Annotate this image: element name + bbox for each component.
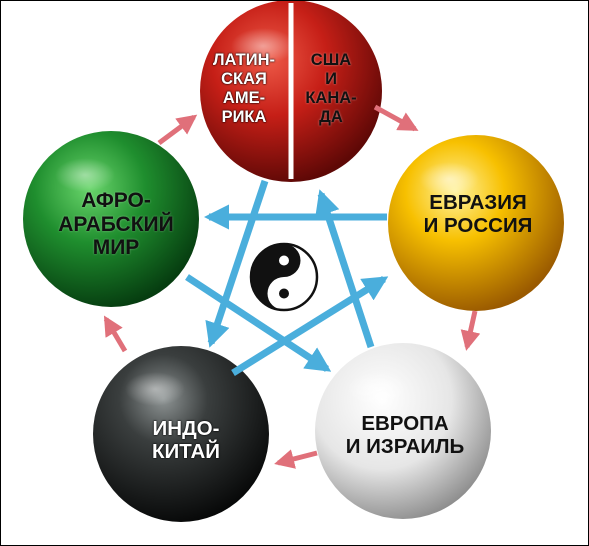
arrow-afroarab-to-europe: [185, 274, 332, 372]
sphere-afro-arab-world: [23, 131, 199, 307]
sphere-europe-israel: [315, 343, 491, 519]
arrow-europe-to-usa: [315, 189, 375, 349]
arrow-afroarab-to-latin: [157, 114, 198, 146]
sphere-eurasia-russia: [388, 135, 564, 311]
arrow-indochina-to-afroarab: [103, 315, 128, 353]
pentagram-arrows: [185, 179, 389, 376]
label-indo-china: ИНДО- КИТАЙ: [151, 417, 221, 463]
sphere-indo-china: [93, 346, 269, 522]
cycle-arrows: [103, 104, 481, 469]
label-europe-israel: ЕВРОПА И ИЗРАИЛЬ: [345, 412, 465, 458]
sphere-latin-america-usa-canada: [200, 1, 382, 182]
arrow-europe-to-indochina: [274, 449, 318, 469]
label-eurasia-russia: ЕВРАЗИЯ И РОССИЯ: [423, 191, 533, 237]
arrow-latin-to-indochina: [205, 179, 269, 348]
yin-yang-icon: [249, 242, 319, 312]
label-latin-america: ЛАТИН- СКАЯ АМЕ- РИКА: [212, 51, 276, 126]
arrow-eurasia-to-europe: [460, 310, 481, 351]
arrow-usa-to-eurasia: [373, 104, 419, 132]
label-afro-arab-world: АФРО- АРАБСКИЙ МИР: [58, 189, 174, 260]
arrow-indochina-to-eurasia: [231, 276, 389, 376]
label-usa-canada: США И КАНА- ДА: [305, 51, 357, 126]
